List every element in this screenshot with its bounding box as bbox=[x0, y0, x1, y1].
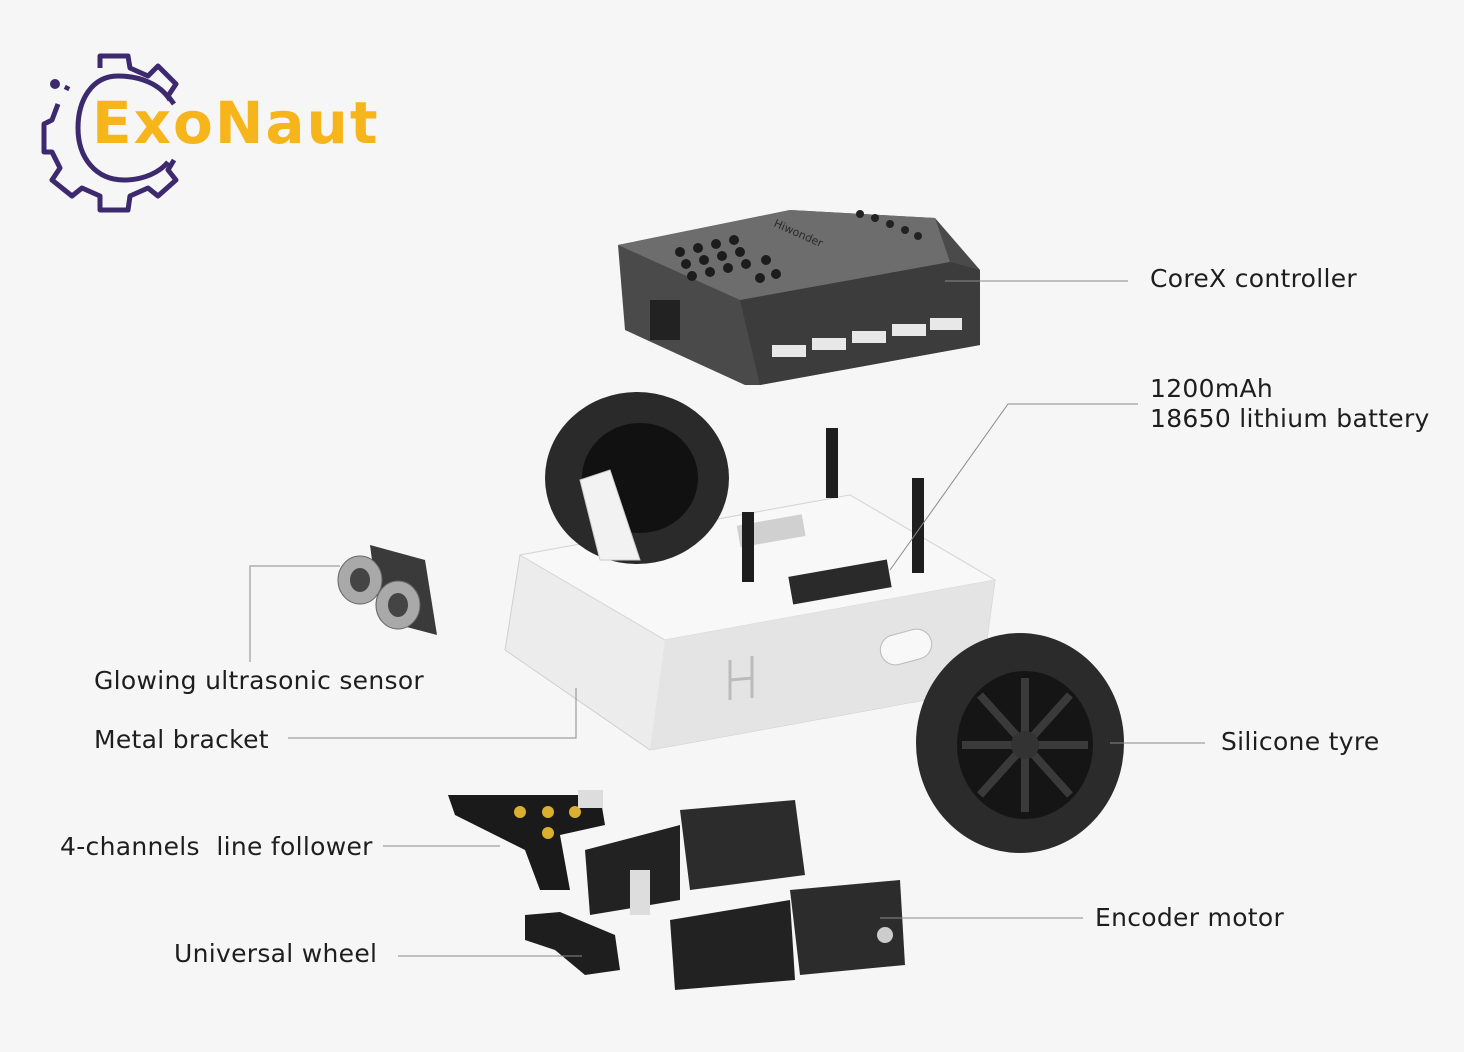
label-metal-bracket: Metal bracket bbox=[94, 725, 269, 754]
universal-wheel-image bbox=[525, 912, 620, 975]
encoder-motor-image bbox=[585, 800, 905, 990]
label-encoder-motor: Encoder motor bbox=[1095, 903, 1285, 932]
silicone-tyre-image bbox=[916, 633, 1124, 853]
leader-line-ultrasonic bbox=[249, 565, 340, 662]
logo-text: ExoNaut bbox=[92, 89, 380, 157]
leader-lines bbox=[249, 280, 1205, 957]
corex-controller-image: Hiwonder bbox=[618, 210, 980, 385]
label-battery-capacity: 1200mAh bbox=[1150, 374, 1274, 403]
ultrasonic-sensor-image bbox=[337, 545, 437, 635]
label-ultrasonic-sensor: Glowing ultrasonic sensor bbox=[94, 666, 425, 695]
label-corex-controller: CoreX controller bbox=[1150, 264, 1357, 293]
leader-line-bracket bbox=[288, 688, 577, 739]
label-silicone-tyre: Silicone tyre bbox=[1221, 727, 1380, 756]
label-universal-wheel: Universal wheel bbox=[174, 939, 378, 968]
back-wheel-image bbox=[545, 392, 729, 564]
logo-gear-icon bbox=[41, 53, 179, 213]
leader-line-battery bbox=[889, 403, 1138, 571]
label-line-follower: 4-channels line follower bbox=[60, 832, 373, 861]
label-battery-type: 18650 lithium battery bbox=[1150, 404, 1430, 433]
line-follower-image bbox=[448, 790, 605, 890]
